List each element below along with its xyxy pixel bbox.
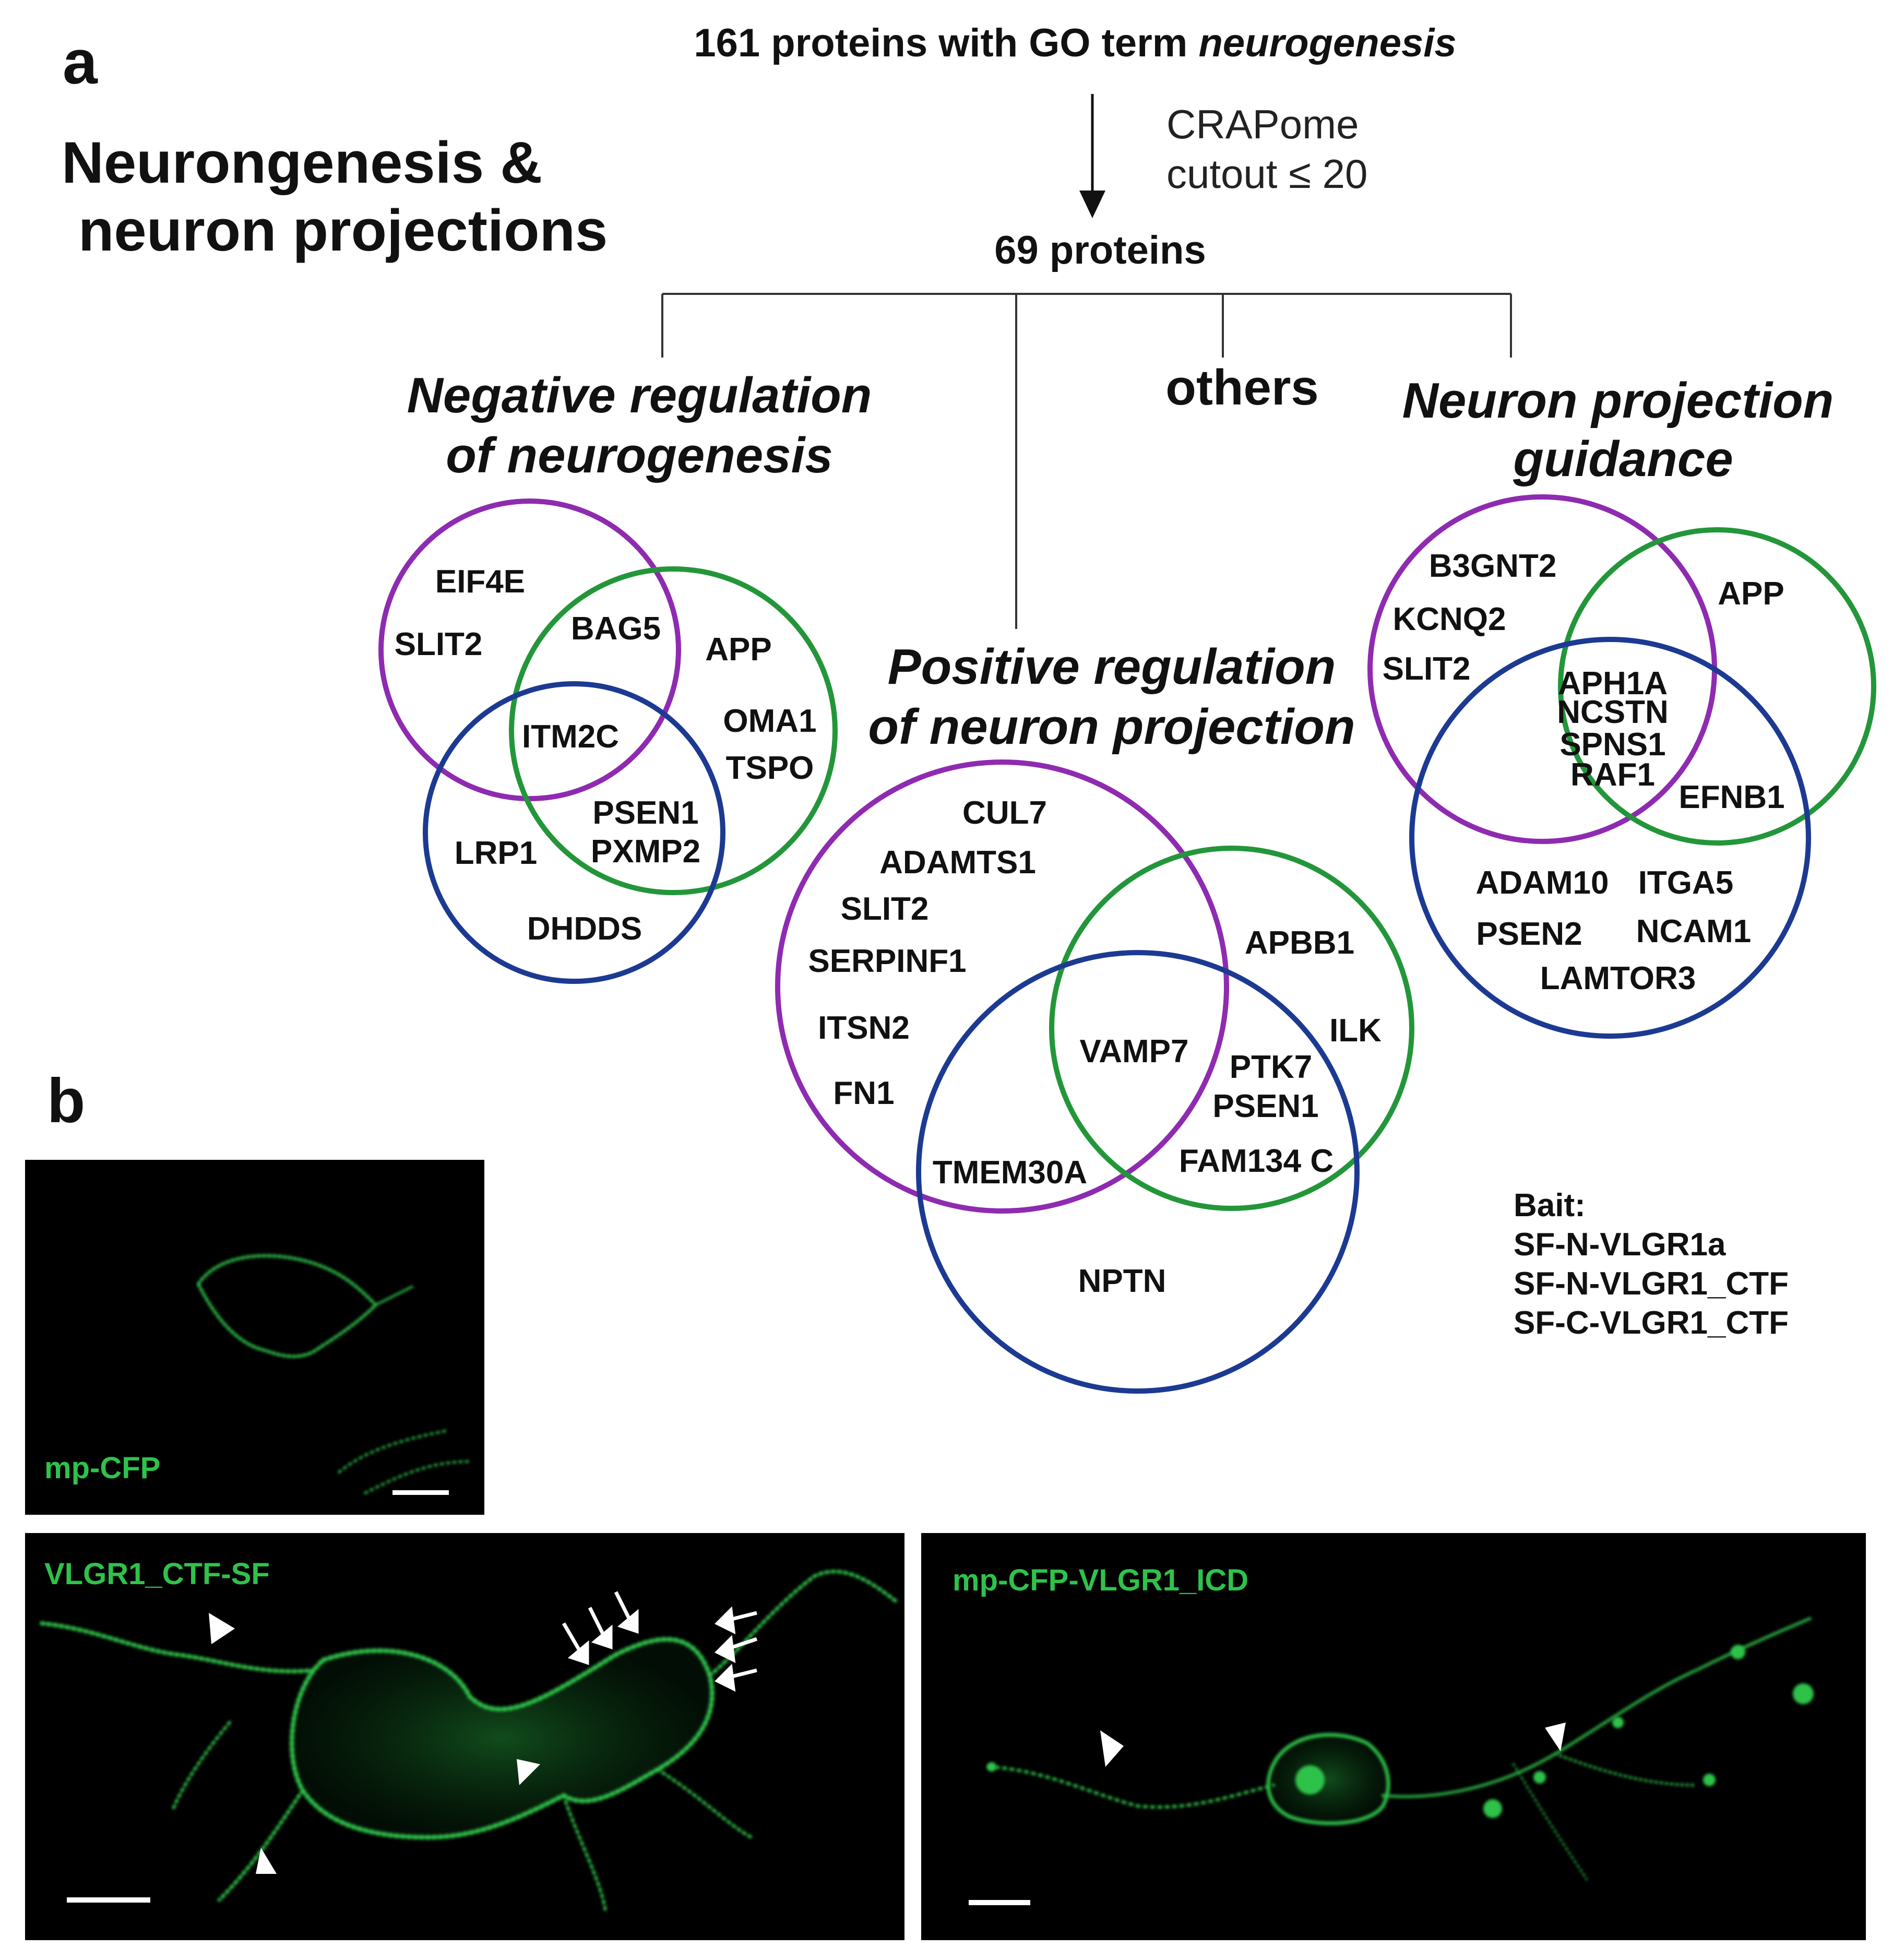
venn-guidance: B3GNT2 KCNQ2 SLIT2 APP APH1A NCSTN SPNS1… [1367, 494, 1876, 1039]
venn-guidance-blue-circle [1409, 637, 1811, 1039]
gene-label: PSEN1 [1212, 1088, 1318, 1124]
side-title-line2: neuron projections [78, 198, 608, 263]
panel-b-label: b [47, 1066, 85, 1136]
venn-negative-blue-circle [423, 681, 725, 984]
gene-label: NPTN [1078, 1263, 1166, 1299]
legend-item-2: SF-N-VLGR1_CTF [1514, 1266, 1789, 1302]
micrograph-mp-cfp: mp-CFP [25, 1160, 484, 1515]
gene-label: PTK7 [1230, 1049, 1312, 1085]
venn-positive-green-circle [1049, 846, 1414, 1211]
micrograph-mp-cfp-vlgr1-icd: mp-CFP-VLGR1_ICD [921, 1533, 1866, 1940]
top-text: 161 proteins with GO term neurogenesis [694, 21, 1456, 65]
venn-guidance-green-circle [1558, 527, 1876, 846]
arrowhead-markers [1100, 1723, 1566, 1767]
filter-line2: cutout ≤ 20 [1166, 151, 1367, 197]
scale-bar [392, 1490, 449, 1495]
gene-label: APBB1 [1245, 925, 1354, 961]
gene-label: ITGA5 [1638, 865, 1734, 901]
legend-item-3: SF-C-VLGR1_CTF [1514, 1305, 1789, 1341]
cat-positive-line1: Positive regulation [888, 639, 1336, 695]
gene-label: LAMTOR3 [1540, 960, 1696, 996]
gene-label: CUL7 [962, 795, 1047, 831]
arrowhead-marker [1100, 1730, 1124, 1767]
gene-label: BAG5 [571, 611, 661, 647]
micrograph-label: mp-CFP [44, 1451, 160, 1485]
gene-label: SLIT2 [841, 891, 929, 927]
micrograph-background [25, 1160, 484, 1515]
gene-label: SERPINF1 [808, 943, 966, 979]
cat-guidance-line1: Neuron projection [1402, 373, 1834, 429]
panel-b: b mp-CFP [25, 1066, 1866, 1940]
arrowhead-marker [256, 1848, 277, 1874]
venn-positive: CUL7 ADAMTS1 SLIT2 SERPINF1 ITSN2 FN1 AP… [775, 759, 1414, 1394]
gene-label: OMA1 [723, 703, 816, 739]
gene-label: FAM134 C [1179, 1143, 1334, 1179]
micrograph-background [921, 1533, 1866, 1940]
gene-label: ITM2C [522, 719, 619, 755]
top-text-prefix: 161 proteins with GO term [694, 21, 1198, 65]
legend-title: Bait: [1514, 1187, 1586, 1223]
gene-label: VAMP7 [1079, 1034, 1188, 1070]
protein-count: 69 proteins [994, 228, 1206, 272]
venn-negative-green-circle [509, 566, 838, 895]
arrowhead-markers [209, 1613, 540, 1874]
venn-negative: EIF4E SLIT2 BAG5 APP OMA1 TSPO ITM2C PSE… [378, 498, 838, 984]
bait-legend: Bait: SF-N-VLGR1a SF-N-VLGR1_CTF SF-C-VL… [1514, 1187, 1789, 1341]
gene-label: NCAM1 [1636, 913, 1751, 949]
arrowhead-marker [209, 1613, 235, 1644]
gene-label: TSPO [726, 750, 814, 786]
gene-label: SPNS1 [1559, 727, 1665, 763]
gene-label: SLIT2 [1383, 651, 1471, 687]
gene-label: SLIT2 [395, 626, 483, 662]
signal-puncta [987, 1645, 1814, 1818]
gene-label: PXMP2 [591, 834, 700, 870]
venn-positive-blue-circle [916, 950, 1360, 1394]
panel-a: a Neurongenesis & neuron projections 161… [62, 21, 1876, 1394]
gene-label: EFNB1 [1678, 779, 1784, 815]
arrow-markers [562, 1591, 758, 1692]
gene-label: PSEN1 [592, 795, 698, 831]
cat-negative-line1: Negative regulation [407, 367, 872, 423]
arrowhead-marker [517, 1759, 540, 1785]
cat-negative-line2: of neurogenesis [446, 427, 832, 483]
gene-label: NCSTN [1557, 694, 1669, 730]
micrograph-label: mp-CFP-VLGR1_ICD [953, 1563, 1248, 1597]
venn-negative-purple-circle [378, 498, 681, 801]
gene-label: ADAMTS1 [879, 845, 1036, 881]
gene-label: ITSN2 [818, 1010, 910, 1046]
gene-label: APP [705, 632, 771, 668]
panel-a-label: a [63, 27, 98, 97]
micrograph-vlgr1-ctf-sf: VLGR1_CTF-SF [25, 1533, 904, 1940]
filter-line1: CRAPome [1166, 101, 1359, 147]
side-title-line1: Neurongenesis & [62, 130, 542, 195]
category-tree [661, 293, 1512, 629]
gene-label: FN1 [833, 1075, 894, 1111]
gene-label: B3GNT2 [1429, 548, 1557, 584]
cat-others: others [1165, 360, 1318, 415]
micrograph-label: VLGR1_CTF-SF [44, 1557, 270, 1591]
gene-label: EIF4E [435, 564, 525, 600]
scale-bar [67, 1897, 150, 1903]
gene-label: APP [1718, 576, 1784, 612]
cat-positive-line2: of neuron projection [868, 699, 1355, 755]
arrowhead-marker [1545, 1723, 1566, 1751]
gene-label: APH1A [1558, 666, 1668, 702]
cat-guidance-line2: guidance [1513, 431, 1733, 487]
venn-positive-purple-circle [775, 759, 1229, 1214]
gene-label: LRP1 [455, 835, 537, 871]
filter-arrowhead [1079, 191, 1105, 218]
gene-label: TMEM30A [933, 1155, 1087, 1191]
gene-label: ILK [1329, 1013, 1382, 1049]
gene-label: PSEN2 [1476, 916, 1582, 952]
gene-label: DHDDS [527, 911, 642, 947]
top-text-term: neurogenesis [1198, 21, 1456, 65]
legend-item-1: SF-N-VLGR1a [1514, 1227, 1726, 1263]
gene-label: ADAM10 [1476, 865, 1609, 901]
gene-label: RAF1 [1570, 757, 1655, 793]
gene-label: KCNQ2 [1392, 601, 1506, 637]
scale-bar [969, 1900, 1030, 1905]
